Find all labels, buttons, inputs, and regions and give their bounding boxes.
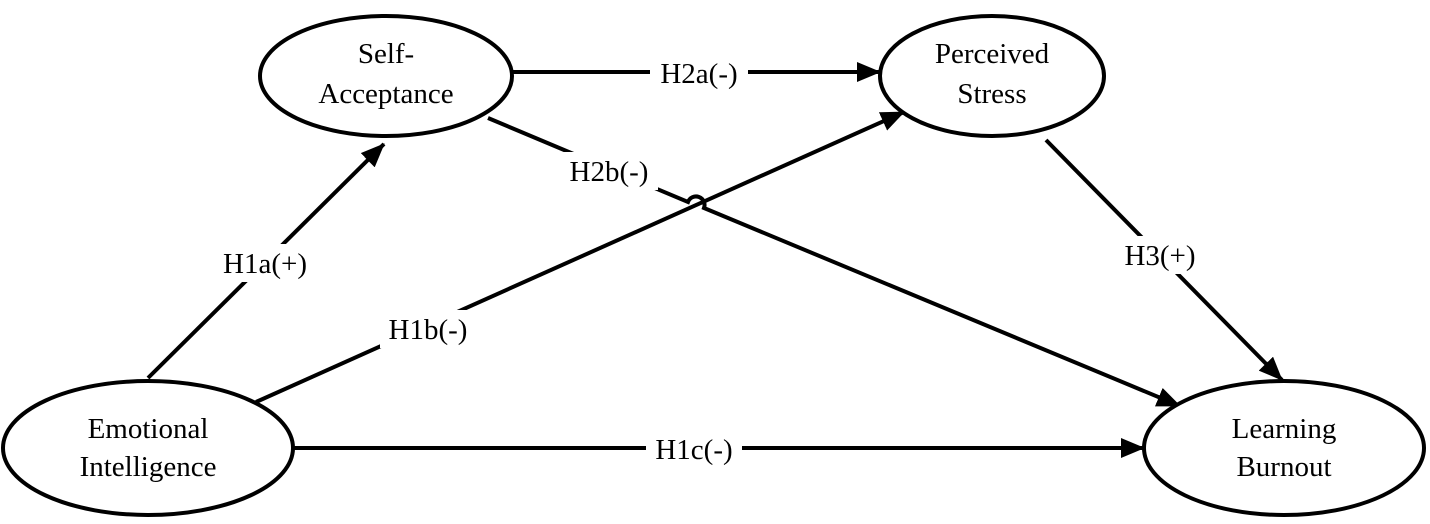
svg-text:H2b(-): H2b(-) [570, 156, 649, 188]
svg-text:Learning: Learning [1232, 413, 1337, 445]
edge-label-h1b: H1b(-) [380, 310, 476, 348]
edge-h2b [487, 116, 1181, 408]
edge-label-h2a: H2a(-) [650, 54, 748, 92]
edge-label-h1c: H1c(-) [646, 430, 742, 468]
svg-text:Acceptance: Acceptance [318, 78, 453, 110]
svg-text:H1a(+): H1a(+) [223, 248, 307, 280]
node-learning-burnout: Learning Burnout [1142, 379, 1426, 517]
edge-label-h1a: H1a(+) [216, 244, 314, 282]
svg-text:H3(+): H3(+) [1124, 240, 1195, 272]
svg-text:H1c(-): H1c(-) [655, 434, 732, 466]
edge-label-h2b: H2b(-) [560, 152, 658, 190]
svg-text:Stress: Stress [957, 78, 1026, 110]
node-perceived-stress: Perceived Stress [878, 14, 1106, 138]
edge-label-h3: H3(+) [1114, 236, 1206, 274]
edge-h1b [255, 110, 905, 404]
svg-text:H2a(-): H2a(-) [660, 58, 737, 90]
node-emotional-intelligence: Emotional Intelligence [1, 379, 295, 517]
svg-text:Self-: Self- [358, 38, 414, 70]
svg-text:Burnout: Burnout [1236, 451, 1331, 483]
node-self-acceptance: Self- Acceptance [258, 14, 514, 138]
svg-text:H1b(-): H1b(-) [389, 314, 468, 346]
svg-text:Emotional: Emotional [88, 413, 209, 445]
svg-text:Perceived: Perceived [935, 38, 1050, 70]
svg-text:Intelligence: Intelligence [80, 451, 217, 483]
